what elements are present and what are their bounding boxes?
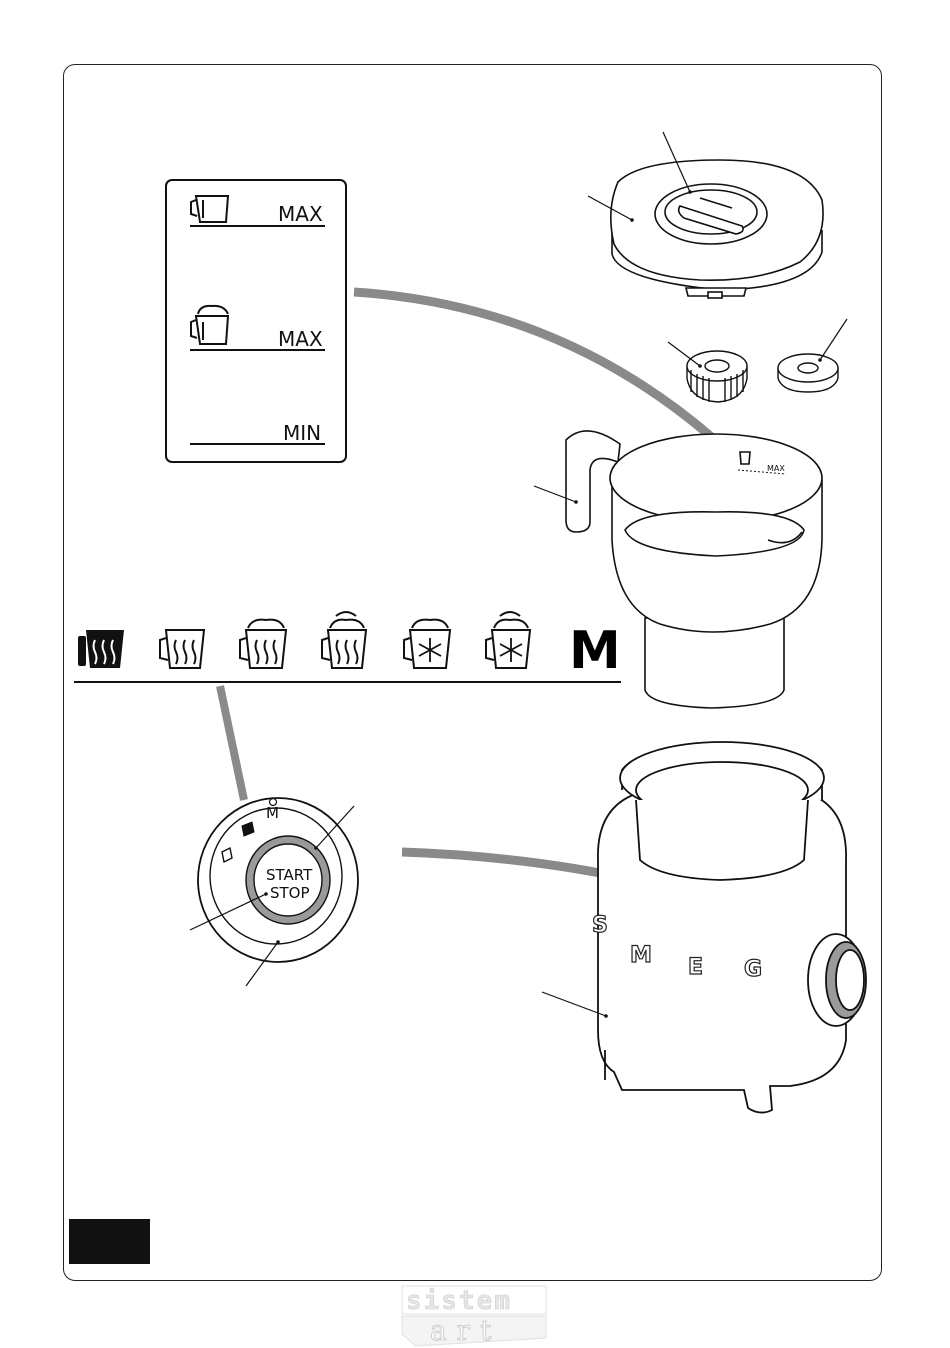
watermark-top-text: sistem <box>406 1286 512 1316</box>
dense-froth-icon <box>322 612 366 668</box>
start-label: START <box>266 866 313 884</box>
watermark-bottom-text: art <box>430 1314 501 1347</box>
heat-cold-milk-icon-selected <box>78 630 124 668</box>
program-icons-row: M <box>74 612 621 682</box>
stop-label: STOP <box>270 884 310 902</box>
manual-mode-label: M <box>569 621 621 681</box>
max-level-label: MAX <box>278 202 323 226</box>
dial-manual-mark: M <box>266 804 279 822</box>
brand-letter-e: E <box>688 955 703 980</box>
lid <box>611 160 823 298</box>
leader-heat-whisk <box>820 319 847 360</box>
heat-milk-icon <box>160 630 204 668</box>
level-panel: MAX MAX MIN <box>166 180 346 462</box>
zoom-leader-panel <box>354 292 715 440</box>
max-froth-level-label: MAX <box>278 327 323 351</box>
min-level-label: MIN <box>283 421 321 445</box>
base-unit <box>598 742 866 1113</box>
cold-dense-froth-icon <box>486 612 530 668</box>
jug-max-mark: MAX <box>767 464 785 473</box>
heating-whisk <box>778 354 838 392</box>
brand-letter-g: G <box>744 957 762 982</box>
leader-whisk <box>668 342 700 366</box>
zoom-leader-programs <box>220 686 244 800</box>
control-dial: START STOP M <box>198 798 358 962</box>
cold-froth-icon <box>404 620 450 668</box>
brand-letter-s: S <box>592 913 608 938</box>
watermark: sistem art <box>402 1286 546 1347</box>
jug-cup-icon <box>740 452 750 464</box>
leader-base <box>542 992 606 1016</box>
frothing-whisk <box>687 351 747 402</box>
page-tab-marker <box>69 1219 150 1264</box>
brand-letter-m: M <box>630 943 652 968</box>
light-froth-icon <box>240 620 286 668</box>
